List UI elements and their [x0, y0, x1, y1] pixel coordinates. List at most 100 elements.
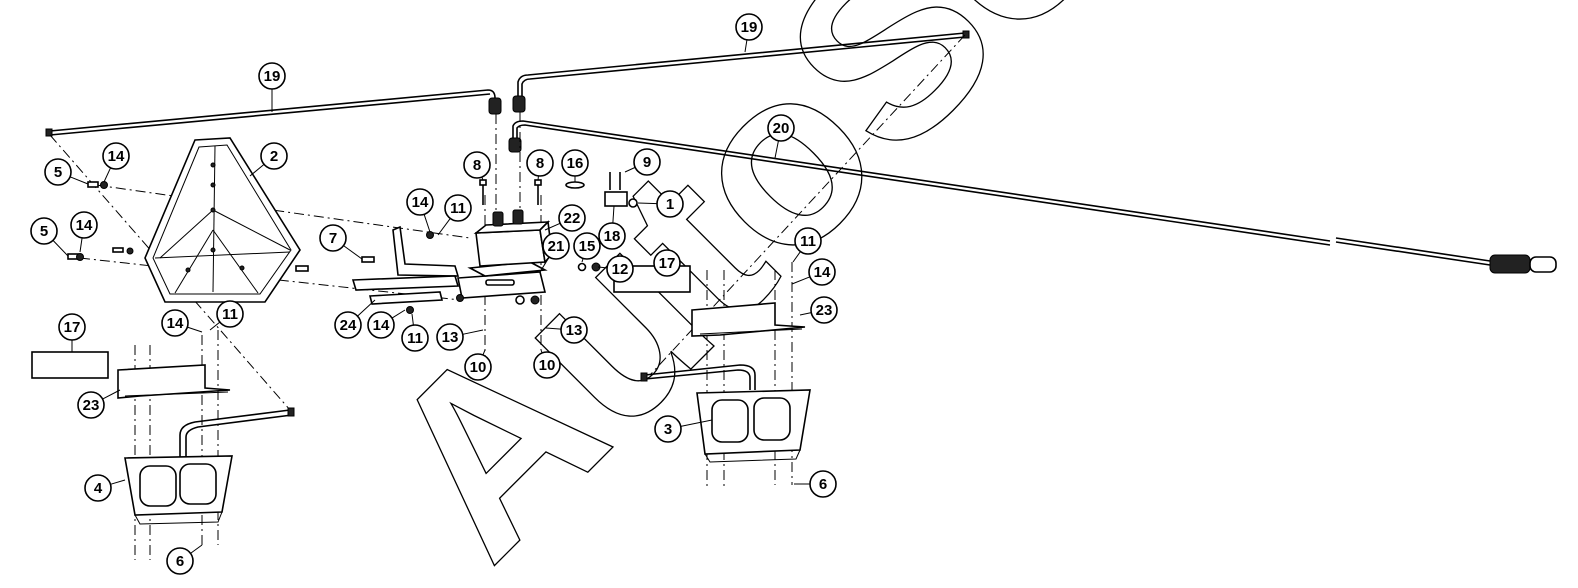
leader-line — [624, 166, 636, 173]
callout-number: 9 — [643, 154, 651, 171]
callout-number: 6 — [819, 476, 827, 493]
callout-number: 14 — [76, 217, 93, 234]
leader-line — [343, 245, 363, 260]
callout-number: 17 — [659, 255, 676, 272]
callout-16: 16 — [561, 149, 589, 182]
callout-15: 15 — [573, 232, 601, 263]
callout-14: 14 — [367, 309, 406, 339]
callout-circle — [542, 232, 570, 260]
callout-number: 20 — [773, 120, 790, 137]
callout-6: 6 — [166, 544, 203, 575]
callout-circle — [401, 324, 429, 352]
leader-line — [102, 389, 121, 400]
callout-5: 5 — [44, 158, 89, 186]
callout-14: 14 — [161, 309, 203, 337]
callout-10: 10 — [464, 349, 492, 381]
callout-19: 19 — [258, 62, 286, 112]
callout-number: 2 — [270, 148, 278, 165]
leader-line — [190, 544, 203, 554]
left-lamp-assembly — [31, 351, 295, 525]
leader-line — [612, 205, 615, 224]
callout-17: 17 — [653, 249, 681, 277]
leader-line — [597, 266, 608, 269]
callout-circle — [656, 190, 684, 218]
callout-circle — [808, 258, 836, 286]
callout-circle — [166, 547, 194, 575]
callout-circle — [561, 149, 589, 177]
callout-number: 10 — [539, 357, 556, 374]
callout-circle — [653, 249, 681, 277]
leader-line — [79, 237, 83, 253]
callout-circle — [44, 158, 72, 186]
callout-number: 8 — [536, 155, 544, 172]
leader-line — [539, 256, 550, 273]
callout-circle — [809, 470, 837, 498]
triangle-reflector — [144, 137, 301, 303]
callout-circle — [735, 13, 763, 41]
callout-circle — [573, 232, 601, 260]
leader-line — [209, 321, 221, 331]
callout-number: 13 — [566, 322, 583, 339]
callout-18: 18 — [598, 205, 626, 250]
leader-line — [69, 176, 89, 185]
leader-line — [110, 479, 126, 485]
callout-9: 9 — [624, 148, 661, 176]
leader-line — [792, 251, 801, 263]
callout-number: 6 — [176, 553, 184, 570]
callout-number: 14 — [412, 194, 429, 211]
callout-number: 14 — [167, 315, 184, 332]
callout-circle — [216, 300, 244, 328]
callout-number: 11 — [222, 306, 238, 323]
leader-line — [462, 329, 484, 335]
callout-24: 24 — [334, 299, 376, 339]
callout-number: 19 — [264, 68, 281, 85]
callout-12: 12 — [597, 255, 634, 283]
callout-number: 10 — [470, 359, 487, 376]
callout-number: 14 — [814, 264, 831, 281]
callout-22: 22 — [544, 204, 586, 232]
callout-circle — [560, 316, 588, 344]
callout-13: 13 — [436, 323, 484, 351]
callout-circle — [463, 151, 491, 179]
callout-number: 11 — [450, 200, 466, 217]
callout-circle — [444, 194, 472, 222]
callout-number: 23 — [816, 302, 833, 319]
callout-number: 4 — [94, 480, 103, 497]
callout-11: 11 — [209, 300, 244, 331]
callout-circle — [767, 114, 795, 142]
callout-circle — [810, 296, 838, 324]
callout-number: 24 — [340, 317, 357, 334]
callout-circle — [30, 217, 58, 245]
callout-circle — [464, 353, 492, 381]
callout-circle — [334, 311, 362, 339]
leader-line — [249, 163, 265, 177]
leader-line — [437, 218, 451, 236]
callout-number: 18 — [604, 228, 621, 245]
callout-3: 3 — [654, 415, 713, 443]
callout-6: 6 — [794, 470, 837, 498]
callout-number: 14 — [108, 148, 125, 165]
callout-23: 23 — [799, 296, 838, 324]
leader-line — [411, 313, 414, 326]
callout-circle — [70, 211, 98, 239]
leader-line — [103, 167, 112, 183]
callout-number: 7 — [329, 230, 337, 247]
callout-circle — [102, 142, 130, 170]
callout-circle — [533, 351, 561, 379]
control-box — [473, 172, 638, 267]
callout-11: 11 — [401, 313, 429, 352]
callout-number: 16 — [567, 155, 584, 172]
leader-line — [637, 202, 658, 205]
fasteners-left — [67, 181, 375, 272]
callout-number: 3 — [664, 421, 672, 438]
callout-number: 12 — [612, 261, 629, 278]
callout-14: 14 — [70, 211, 98, 253]
callout-1: 1 — [637, 190, 684, 218]
callout-circle — [258, 62, 286, 90]
callout-circle — [161, 309, 189, 337]
callout-2: 2 — [249, 142, 288, 177]
callout-number: 11 — [407, 330, 423, 347]
callout-circle — [633, 148, 661, 176]
callout-circle — [606, 255, 634, 283]
